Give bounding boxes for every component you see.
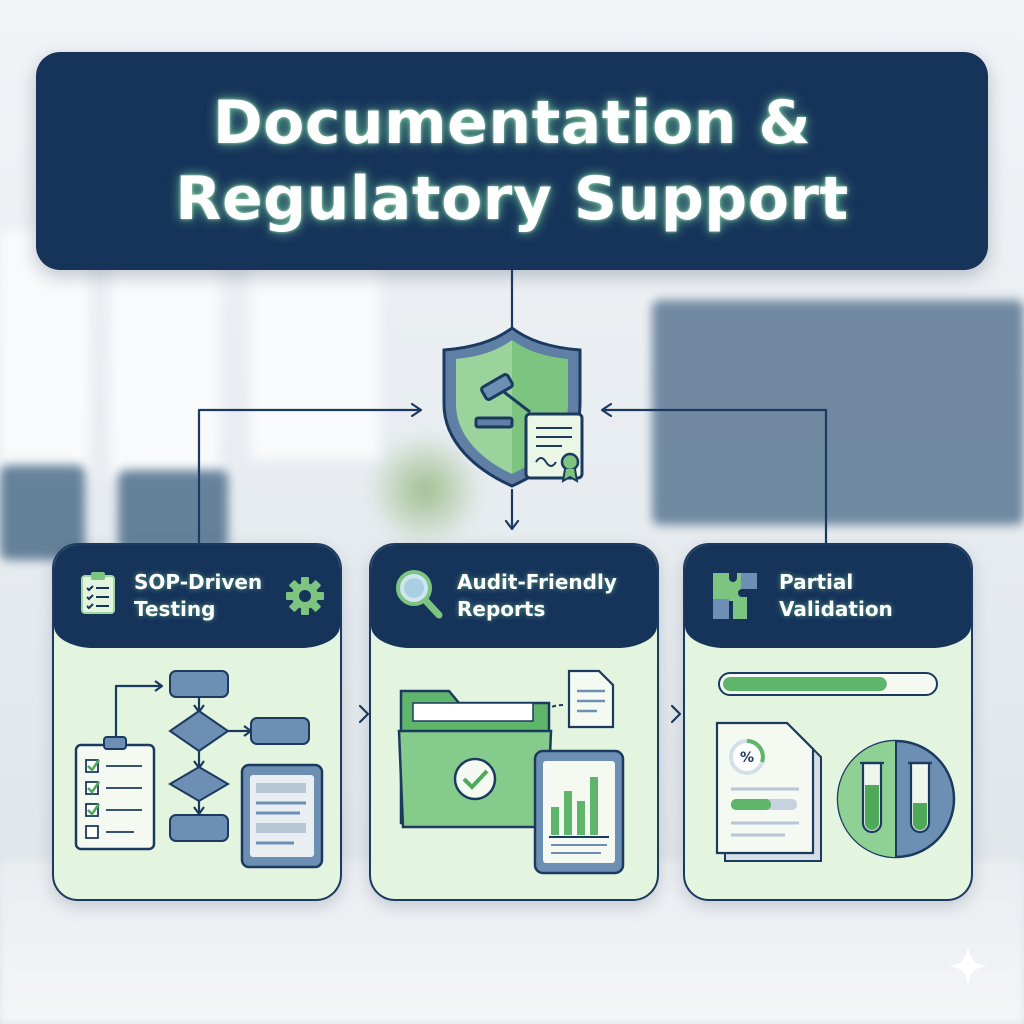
sop-to-audit-arrowhead [358, 704, 370, 724]
flow-diamond-2 [168, 765, 230, 803]
card-header: Audit-Friendly Reports [371, 545, 657, 648]
validation-progress-bar [718, 672, 938, 696]
folder-icon [397, 689, 553, 829]
validation-document: % [715, 721, 822, 862]
left-arrowhead [410, 402, 423, 418]
checklist-clipboard [74, 736, 156, 851]
audit-reports-illustration [397, 669, 625, 875]
clipboard-checklist-icon [80, 571, 116, 619]
card-title: SOP-Driven Testing [134, 570, 263, 621]
flow-box-bottom [169, 814, 229, 842]
doc-icon [567, 669, 615, 729]
test-tubes-icon [836, 739, 956, 859]
right-card-to-shield-line [601, 408, 828, 547]
title-line-2: Regulatory Support [175, 164, 849, 234]
right-arrowhead [600, 402, 613, 418]
card-audit-friendly-reports: Audit-Friendly Reports [369, 543, 659, 901]
percent-symbol: % [740, 750, 754, 766]
partial-validation-illustration: % [715, 672, 956, 862]
tablet-device [240, 763, 324, 869]
card-title: Partial Validation [779, 570, 893, 621]
flow-box-top [169, 670, 229, 698]
shield-gavel-certificate-icon [436, 322, 596, 492]
title-banner: Documentation & Regulatory Support [36, 52, 988, 270]
down-arrowhead [504, 519, 520, 531]
sop-flowchart-illustration [74, 670, 324, 869]
page-title: Documentation & Regulatory Support [175, 85, 848, 237]
card-header: SOP-Driven Testing [54, 545, 340, 648]
title-line-1: Documentation & [212, 88, 812, 158]
card-sop-driven-testing: SOP-Driven Testing [52, 543, 342, 901]
card-partial-validation: Partial Validation % [683, 543, 973, 901]
puzzle-icon [711, 571, 761, 625]
report-tablet [533, 749, 625, 875]
audit-to-partial-arrowhead [670, 704, 682, 724]
card-header: Partial Validation [685, 545, 971, 648]
magnifier-icon [393, 567, 445, 625]
flow-box-right [250, 717, 310, 745]
card-title: Audit-Friendly Reports [457, 570, 617, 621]
flow-diamond-1 [168, 709, 230, 753]
gear-icon [284, 575, 326, 621]
sparkle-icon [948, 946, 988, 986]
left-card-to-shield-line [197, 408, 422, 547]
